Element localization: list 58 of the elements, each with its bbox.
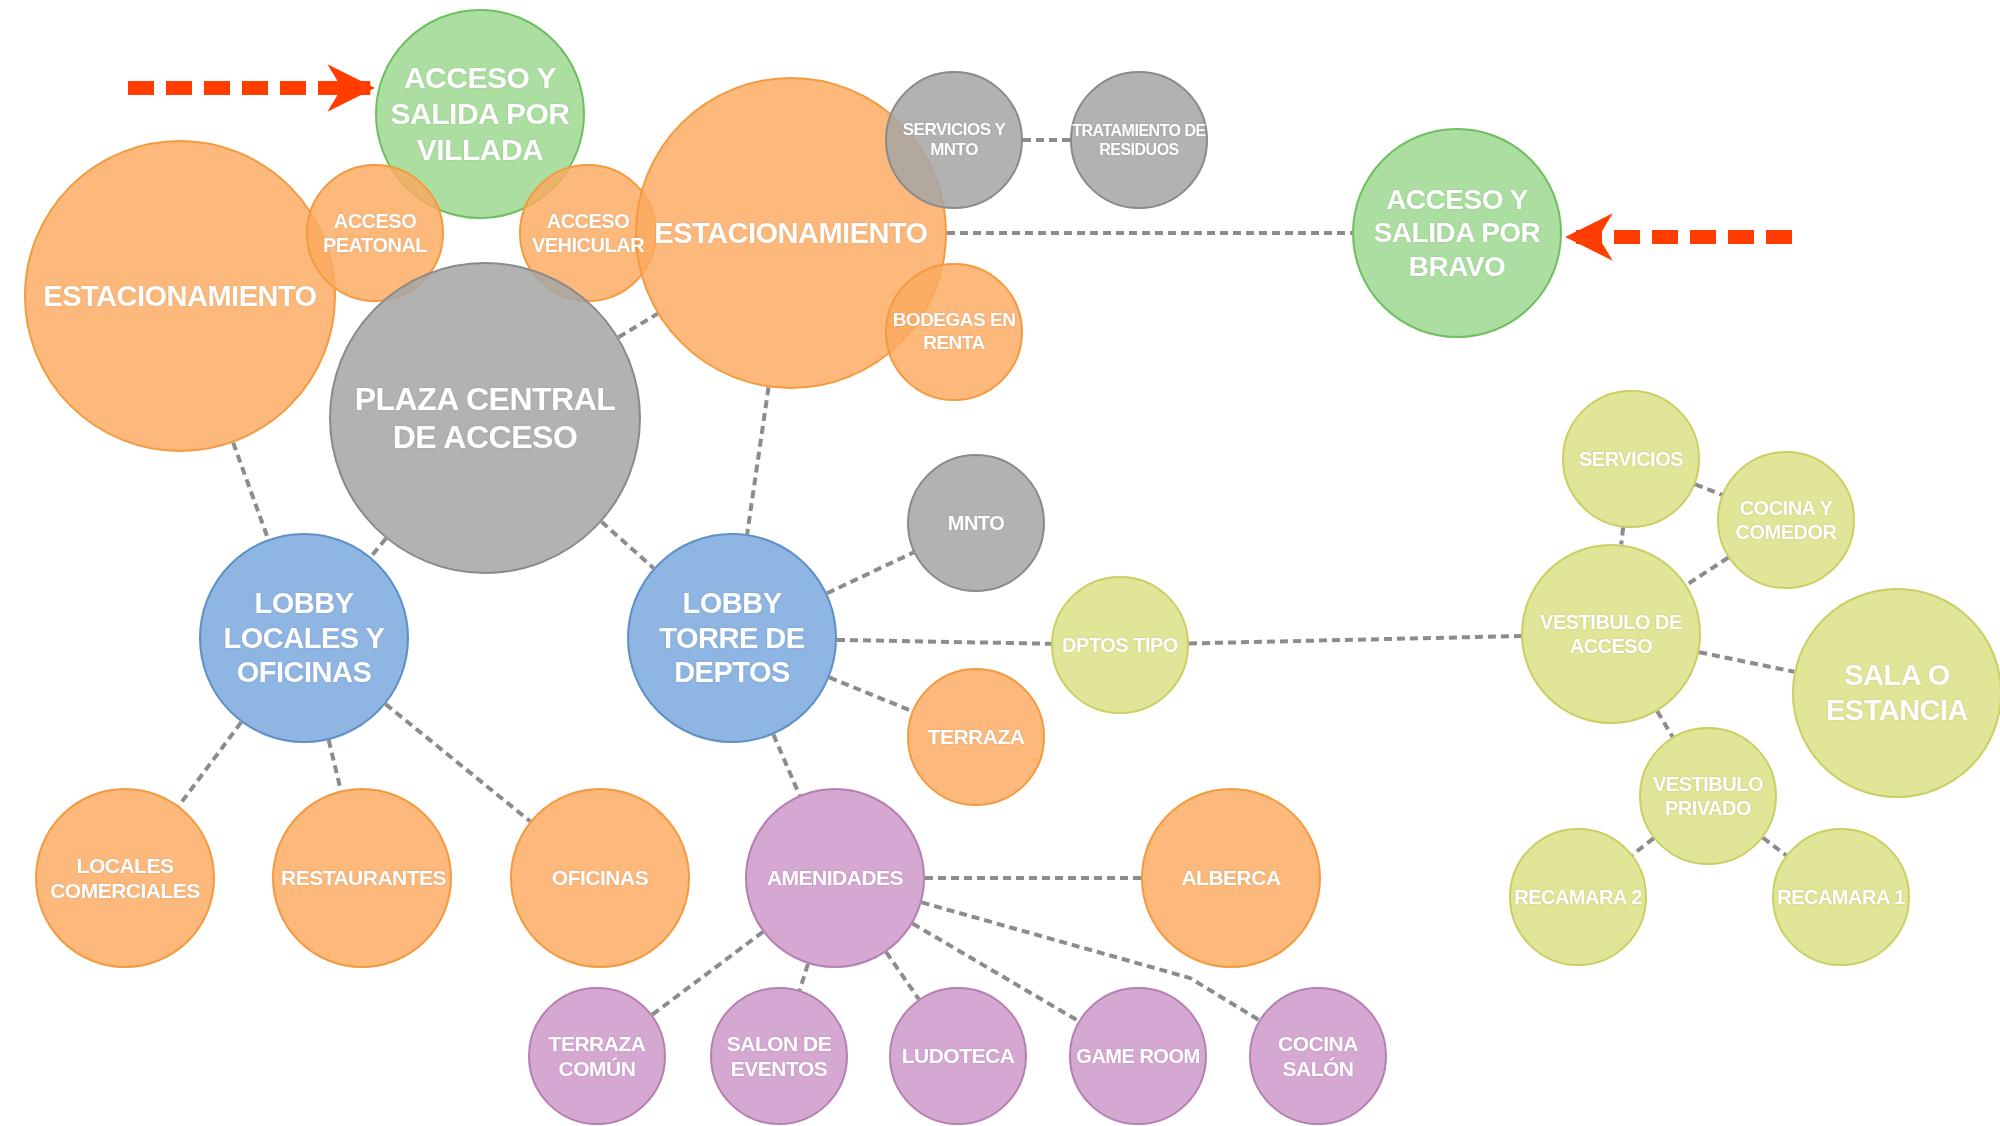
connector-line <box>925 876 1141 880</box>
connector-line <box>1655 710 1675 738</box>
bubble-label: ESTACIONAMIENTO <box>42 278 318 314</box>
connector-line <box>921 900 1261 1022</box>
connector-line <box>651 930 765 1017</box>
connector-line <box>745 387 771 535</box>
bubble-label: VESTIBULO PRIVADO <box>1652 772 1764 820</box>
bubble-label: TERRAZA COMÚN <box>547 1030 647 1082</box>
bubble-label: ACCESO Y SALIDA POR VILLADA <box>389 60 571 168</box>
connector-line <box>911 921 1080 1023</box>
bubble-label: LOBBY TORRE DE DEPTOS <box>658 585 806 691</box>
connector-line <box>1761 836 1788 857</box>
connector-line <box>177 720 243 808</box>
bubble-label: LOCALES COMERCIALES <box>49 852 201 904</box>
bubble-label: SERVICIOS <box>1577 447 1685 471</box>
connector-line <box>828 675 913 713</box>
bubble-label: COCINA SALÓN <box>1277 1030 1359 1082</box>
connector-line <box>797 963 810 991</box>
bubble-label: OFICINAS <box>550 865 650 891</box>
bubble-label: SERVICIOS Y MNTO <box>901 119 1007 161</box>
bubble-label: ACCESO VEHICULAR <box>530 209 646 257</box>
connector-line <box>771 733 802 797</box>
connector-line <box>826 550 915 596</box>
bubble-label: SALA O ESTANCIA <box>1824 658 1970 728</box>
bubble-label: RECAMARA 1 <box>1776 885 1906 909</box>
connector-line <box>1188 634 1522 646</box>
bubble-label: ACCESO Y SALIDA POR BRAVO <box>1372 182 1542 284</box>
bubble-label: BODEGAS EN RENTA <box>891 309 1017 355</box>
bubble-label: GAME ROOM <box>1075 1044 1201 1068</box>
connector-line <box>617 312 659 339</box>
bubble-label: VESTIBULO DE ACCESO <box>1539 610 1683 658</box>
bubble-label: LOBBY LOCALES Y OFICINAS <box>222 585 386 691</box>
bubble-label: ACCESO PEATONAL <box>321 209 429 257</box>
connector-line <box>836 637 1052 646</box>
connector-line <box>1685 556 1730 587</box>
connector-line <box>1619 527 1626 545</box>
bubble-label: SALON DE EVENTOS <box>725 1030 833 1082</box>
bubble-label: LUDOTECA <box>900 1043 1016 1069</box>
connector-line <box>1631 836 1655 857</box>
bubble-label: MNTO <box>946 511 1006 535</box>
bubble-label: AMENIDADES <box>765 865 905 891</box>
direction-arrow <box>1565 213 1792 261</box>
bubble-label: PLAZA CENTRAL DE ACCESO <box>353 379 617 457</box>
connector-line <box>384 702 532 823</box>
bubble-label: ESTACIONAMIENTO <box>653 215 929 251</box>
bubble-label: RECAMARA 2 <box>1513 885 1643 909</box>
connector-line <box>1698 650 1795 674</box>
bubble-label: COCINA Y COMEDOR <box>1734 496 1838 544</box>
direction-arrow <box>128 64 376 112</box>
connector-line <box>600 520 655 570</box>
connector-line <box>884 950 921 1001</box>
bubble-label: TERRAZA <box>926 724 1026 750</box>
bubble-label: TRATAMIENTO DE RESIDUOS <box>1072 120 1206 160</box>
connector-line <box>947 231 1352 235</box>
connector-line <box>1694 482 1723 497</box>
bubble-label: ALBERCA <box>1180 865 1282 891</box>
bubble-label: DPTOS TIPO <box>1061 633 1179 657</box>
connector-line <box>1023 138 1070 142</box>
